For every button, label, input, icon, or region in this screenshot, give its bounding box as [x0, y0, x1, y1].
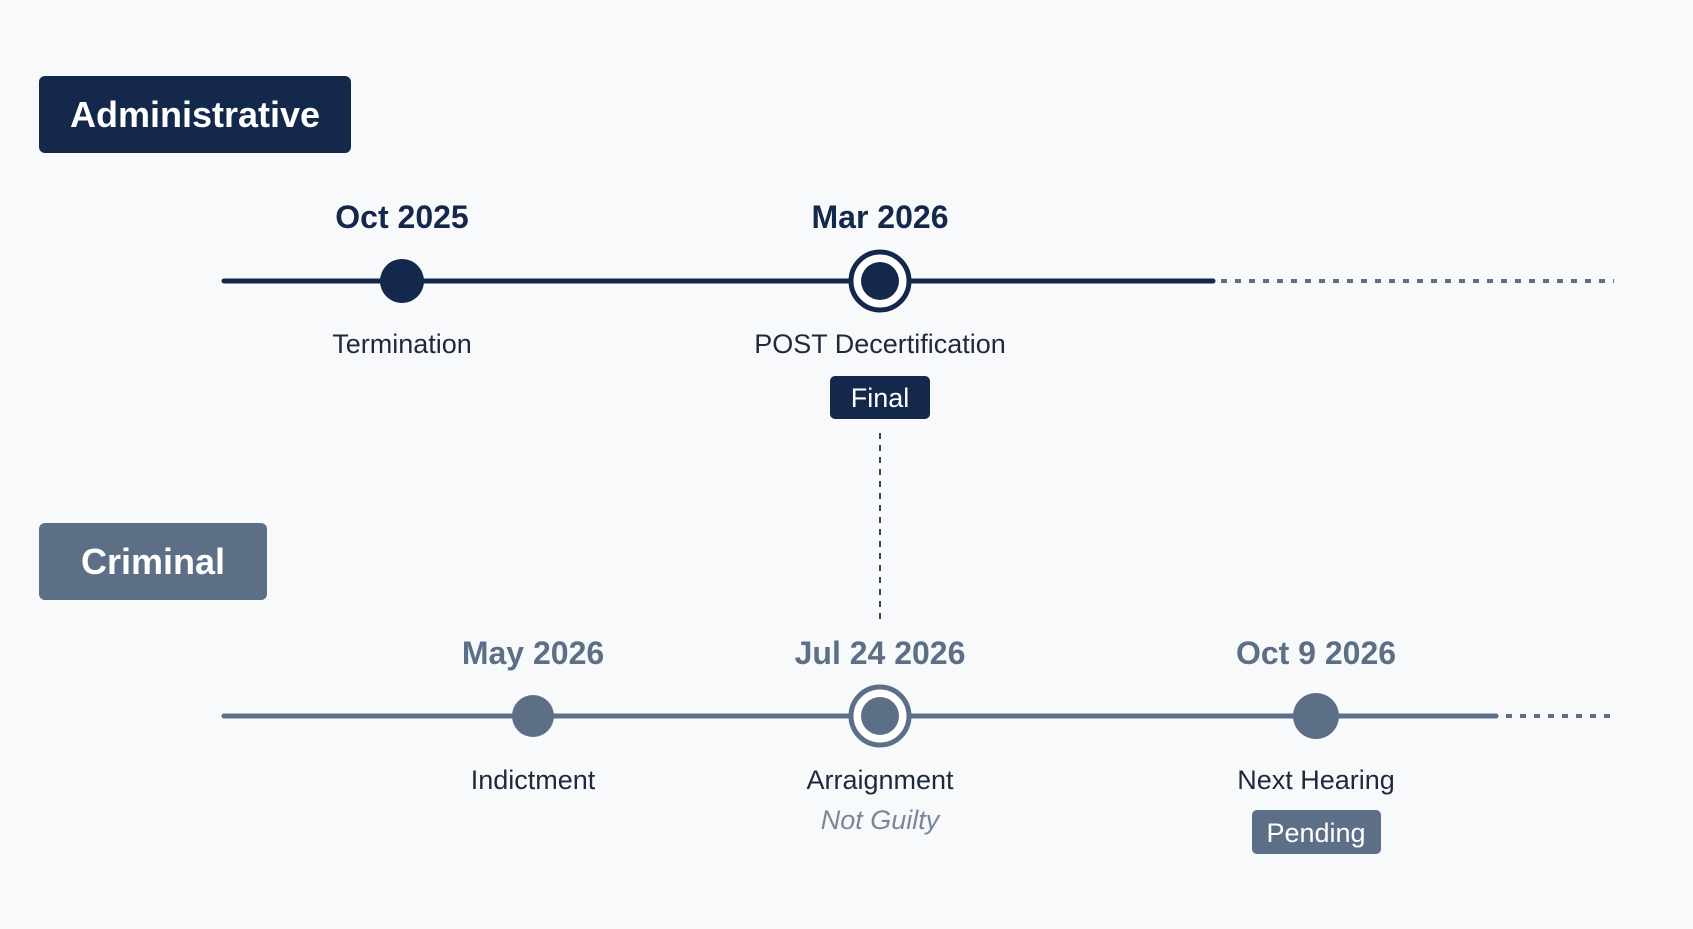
- criminal-event-arraignment-marker: [861, 697, 899, 735]
- status-badge-final: Final: [851, 383, 910, 413]
- criminal-event-next-hearing-marker[interactable]: [1293, 693, 1339, 739]
- track-label-criminal: Criminal: [39, 523, 268, 600]
- admin-event-termination-date: Oct 2025: [335, 199, 468, 235]
- administrative-track: Oct 2025 Termination Mar 2026 POST Decer…: [221, 199, 1614, 419]
- criminal-event-arraignment[interactable]: Jul 24 2026 Arraignment Not Guilty: [795, 635, 966, 835]
- track-label-administrative: Administrative: [39, 76, 352, 153]
- admin-event-termination-name: Termination: [332, 329, 472, 359]
- criminal-event-arraignment-note: Not Guilty: [821, 805, 941, 835]
- status-badge-pending-bg: [1252, 810, 1381, 854]
- criminal-track: May 2026 Indictment Jul 24 2026 Arraignm…: [221, 635, 1614, 854]
- status-badge-final-bg: [830, 376, 930, 419]
- criminal-event-indictment[interactable]: May 2026 Indictment: [462, 635, 604, 795]
- criminal-event-indictment-date: May 2026: [462, 635, 604, 671]
- criminal-event-indictment-name: Indictment: [471, 765, 596, 795]
- criminal-event-arraignment-date: Jul 24 2026: [795, 635, 966, 671]
- criminal-event-next-hearing[interactable]: Oct 9 2026 Next Hearing Pending: [1236, 635, 1396, 854]
- admin-event-post-decertification-name: POST Decertification: [754, 329, 1006, 359]
- admin-event-post-decertification-date: Mar 2026: [812, 199, 949, 235]
- criminal-event-next-hearing-name: Next Hearing: [1237, 765, 1395, 795]
- status-badge-pending: Pending: [1266, 818, 1365, 848]
- admin-event-termination-marker[interactable]: [380, 259, 424, 303]
- admin-event-post-decertification-marker: [861, 262, 899, 300]
- criminal-event-arraignment-name: Arraignment: [806, 765, 954, 795]
- admin-event-termination[interactable]: Oct 2025 Termination: [332, 199, 472, 359]
- criminal-event-indictment-marker[interactable]: [512, 695, 554, 737]
- admin-event-post-decertification[interactable]: Mar 2026 POST Decertification Final: [754, 199, 1006, 419]
- criminal-event-next-hearing-date: Oct 9 2026: [1236, 635, 1396, 671]
